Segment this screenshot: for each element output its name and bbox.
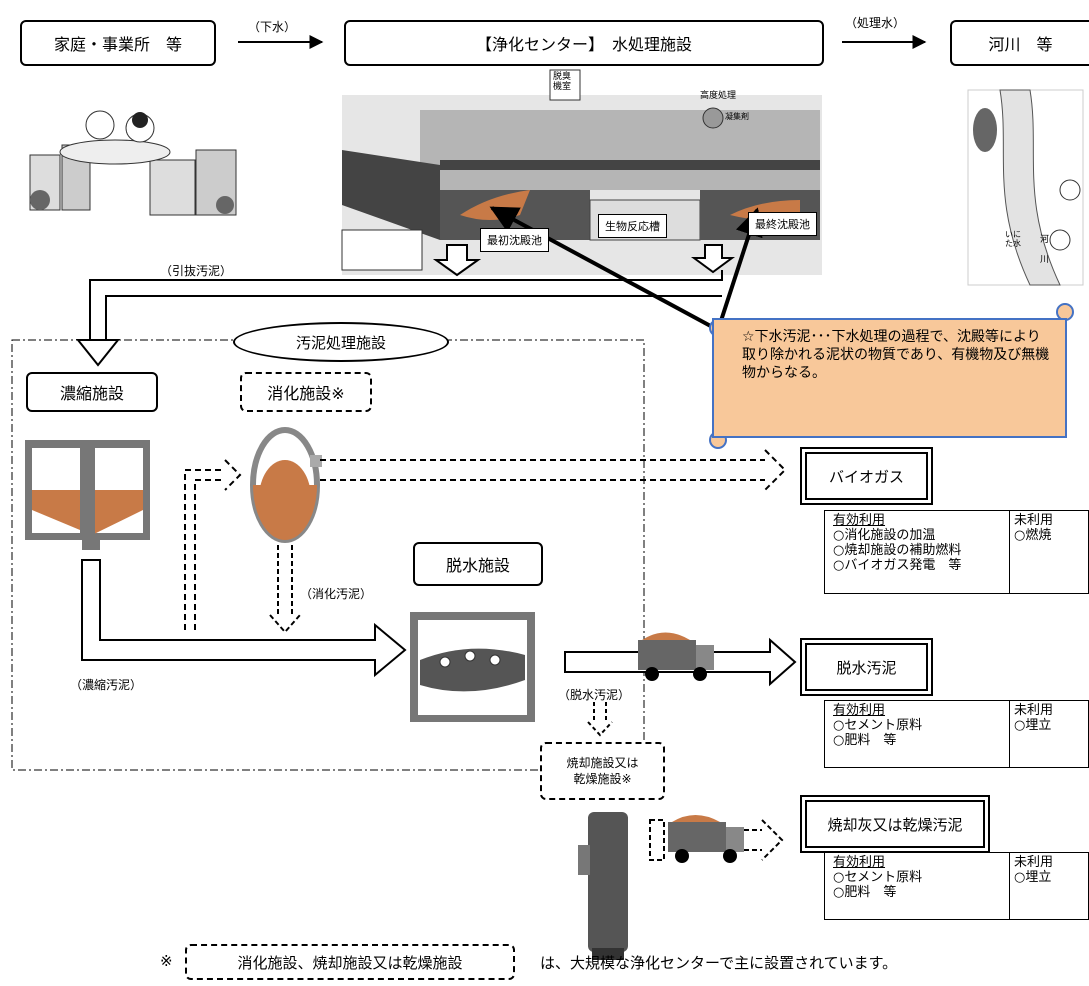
thicken-inlet-arrow xyxy=(75,339,121,367)
river-label-c: 川 xyxy=(1040,255,1050,265)
dewatered-use-1: ○セメント原料 xyxy=(833,718,923,733)
dewatered-unused-head: 未利用 xyxy=(1014,703,1054,718)
digest-box: 消化施設※ xyxy=(240,372,372,412)
footnote-mark: ※ xyxy=(160,952,173,970)
ash-use-head: 有効利用 xyxy=(833,855,886,870)
dewatered-use-2: ○肥料 等 xyxy=(833,733,897,748)
incin-box: 焼却施設又は 乾燥施設※ xyxy=(540,742,665,800)
ash-use-2: ○肥料 等 xyxy=(833,885,897,900)
biogas-use-table: 有効利用 ○消化施設の加温 ○焼却施設の補助燃料 ○バイオガス発電 等 未利用 … xyxy=(824,510,1089,594)
biogas-use-3: ○バイオガス発電 等 xyxy=(833,558,962,573)
primary-tank-label: 最初沈殿池 xyxy=(480,228,549,252)
dashed-to-ash xyxy=(649,819,784,861)
biogas-use-1: ○消化施設の加温 xyxy=(833,528,936,543)
dewater-box: 脱水施設 xyxy=(413,542,543,586)
ash-use-table: 有効利用 ○セメント原料 ○肥料 等 未利用 ○埋立 xyxy=(824,852,1089,920)
biogas-unused-head: 未利用 xyxy=(1014,513,1054,528)
river-illustration xyxy=(967,89,1084,286)
thickened-arrow xyxy=(81,559,407,678)
water-treatment-plant xyxy=(341,69,822,275)
truck-2 xyxy=(668,815,744,863)
ash-use-1: ○セメント原料 xyxy=(833,870,923,885)
thickened-sludge-label: （濃縮汚泥） xyxy=(70,678,143,692)
ash-product-label: 焼却灰又は乾燥汚泥 xyxy=(805,800,985,848)
biogas-product-box: バイオガス xyxy=(800,447,933,505)
thicken-box: 濃縮施設 xyxy=(26,372,158,412)
ash-unused: ○埋立 xyxy=(1014,870,1052,885)
bio-tank-label: 生物反応槽 xyxy=(598,214,667,238)
withdrawn-sludge-label: （引抜汚泥） xyxy=(160,264,233,278)
household-illustration xyxy=(29,110,237,216)
biogas-use-2: ○焼却施設の補助燃料 xyxy=(833,543,962,558)
river-box: 河川 等 xyxy=(950,20,1089,66)
truck-1 xyxy=(638,632,714,681)
dewatered-use-head: 有効利用 xyxy=(833,703,886,718)
sludge-facility-title: 汚泥処理施設 xyxy=(233,322,449,362)
dewatered-use-table: 有効利用 ○セメント原料 ○肥料 等 未利用 ○埋立 xyxy=(824,700,1089,768)
dashed-to-digester xyxy=(184,469,225,630)
dewatered-product-box: 脱水汚泥 xyxy=(800,638,933,696)
footnote-text: は、大規模な浄化センターで主に設置されています。 xyxy=(540,954,898,972)
dashed-digested-down xyxy=(269,545,301,634)
deodor-label: 脱臭 機室 xyxy=(553,72,572,92)
biogas-product-label: バイオガス xyxy=(805,452,928,500)
ash-unused-head: 未利用 xyxy=(1014,855,1054,870)
treated-label: （処理水） xyxy=(845,16,906,30)
dashed-to-biogas xyxy=(320,459,765,481)
final-tank-label: 最終沈殿池 xyxy=(748,212,817,236)
river-label-b: 河 xyxy=(1040,235,1050,245)
coagulant-label: 凝集剤 xyxy=(725,112,749,121)
thickener-drawing xyxy=(25,440,150,550)
advanced-label: 高度処理 xyxy=(700,91,737,101)
home-box: 家庭・事業所 等 xyxy=(20,20,216,66)
dashed-dewatered-down xyxy=(587,702,613,737)
river-label-a: いに た水 xyxy=(1005,230,1021,248)
incinerator-drawing xyxy=(578,812,628,960)
plant-down-arrow xyxy=(432,244,482,277)
sewage-label: （下水） xyxy=(248,20,297,34)
dewatered-sludge-label: （脱水汚泥） xyxy=(558,688,631,702)
footnote-box: 消化施設、焼却施設又は乾燥施設 xyxy=(185,944,515,980)
dewatered-unused: ○埋立 xyxy=(1014,718,1052,733)
biogas-use-head: 有効利用 xyxy=(833,513,886,528)
ash-product-box: 焼却灰又は乾燥汚泥 xyxy=(800,795,990,853)
plant-down-arrow-2 xyxy=(690,244,736,274)
digested-sludge-label: （消化汚泥） xyxy=(300,587,373,601)
biogas-unused: ○燃焼 xyxy=(1014,528,1052,543)
dewatered-product-label: 脱水汚泥 xyxy=(805,643,928,691)
withdrawn-sludge-line xyxy=(89,270,723,340)
digester-drawing xyxy=(250,427,322,543)
dewater-drawing xyxy=(410,612,535,722)
center-box: 【浄化センター】 水処理施設 xyxy=(344,20,824,66)
sewage-sludge-callout: ☆下水汚泥･･･下水処理の過程で、沈殿等により取り除かれる泥状の物質であり、有機… xyxy=(712,318,1067,438)
